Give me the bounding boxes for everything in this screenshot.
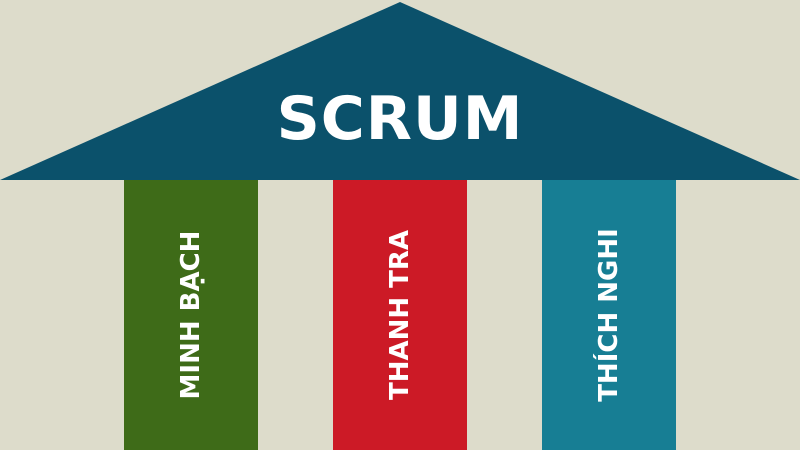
- pillar-label: THANH TRA: [385, 229, 415, 401]
- pillar-label: MINH BẠCH: [176, 230, 206, 400]
- pillar-transparency: MINH BẠCH: [124, 180, 258, 450]
- pillar-inspection: THANH TRA: [333, 180, 467, 450]
- pillar-adaptation: THÍCH NGHI: [542, 180, 676, 450]
- roof-triangle: [0, 2, 800, 180]
- diagram-title: SCRUM: [276, 84, 524, 154]
- roof-shape: [0, 2, 800, 180]
- pillar-label: THÍCH NGHI: [594, 228, 624, 402]
